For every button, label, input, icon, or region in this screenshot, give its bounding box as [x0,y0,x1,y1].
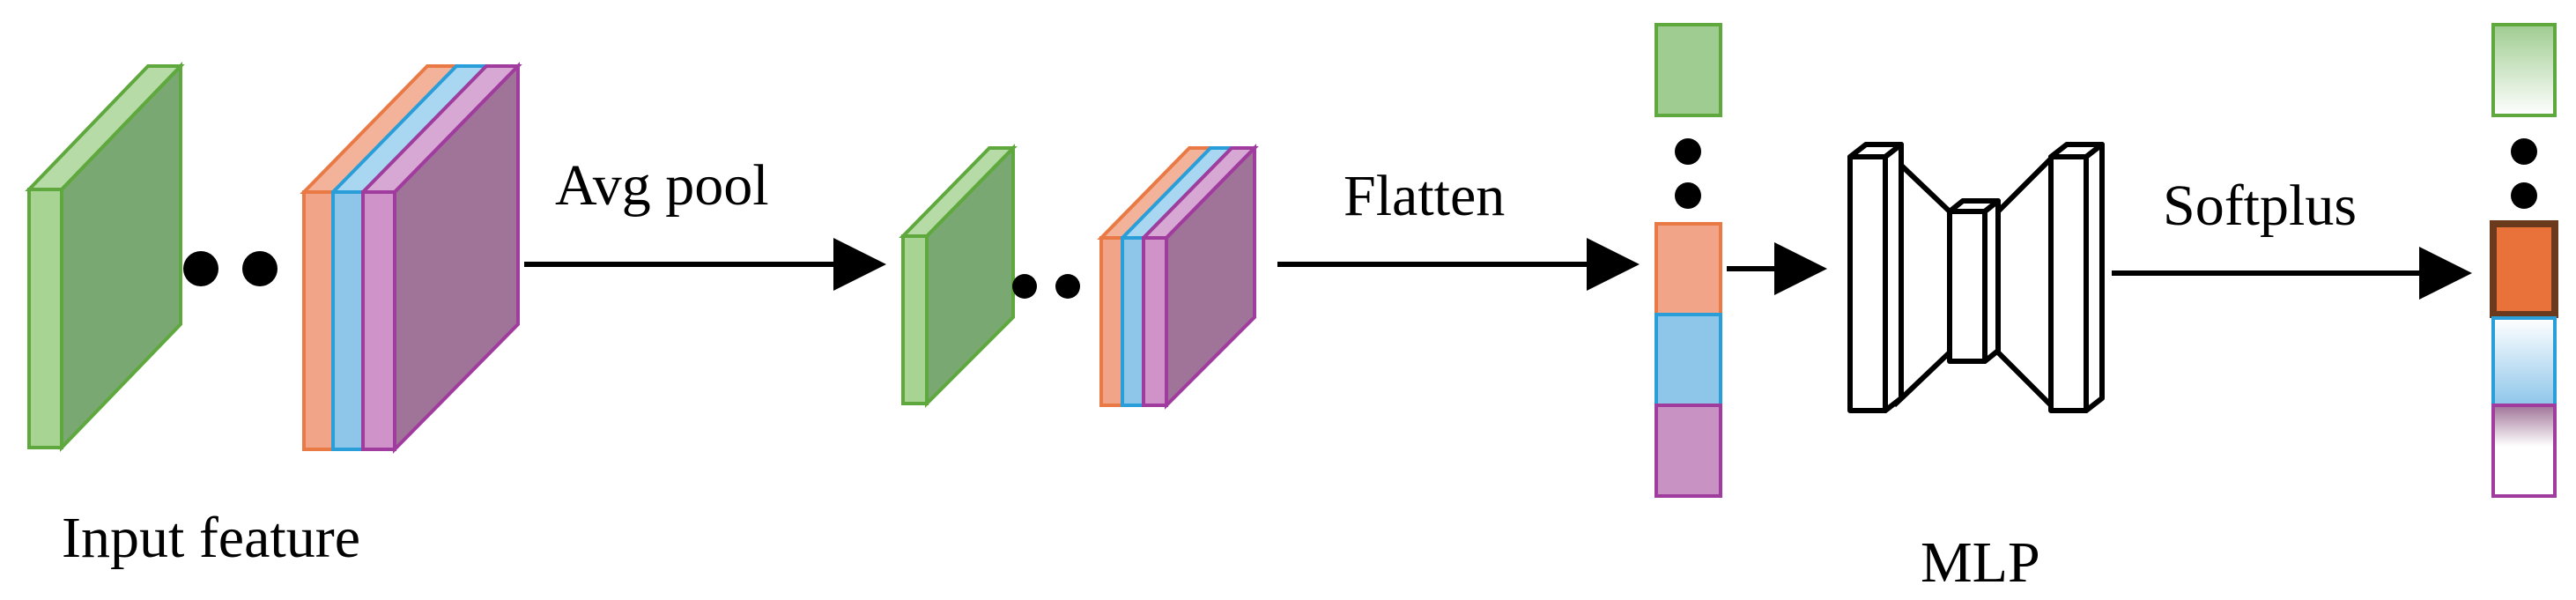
softplus-label: Softplus [2163,174,2357,238]
flattened-green-cell [1654,23,1722,117]
flattened-blue-cell [1654,313,1722,407]
input-feature-label: Input feature [62,506,360,570]
flattened-orange-cell [1654,222,1722,316]
avg-pool-label: Avg pool [555,153,769,218]
output-vector [2490,23,2558,498]
mlp-block [1847,142,2105,413]
input-stacked-feature-maps [300,62,522,454]
output-blue-cell [2491,316,2557,407]
flattened-vector [1654,23,1722,498]
ellipsis-dots-input [183,251,278,286]
output-purple-cell [2491,404,2557,498]
pooled-stacked-feature-maps [1097,144,1259,410]
output-green-cell [2491,23,2557,117]
flatten-label: Flatten [1344,164,1505,228]
flattened-purple-cell [1654,404,1722,498]
output-orange-cell [2490,220,2558,318]
mlp-label: MLP [1921,530,2040,595]
pooled-green-feature-map [899,144,1018,408]
input-green-feature-map [25,62,185,452]
ellipsis-dots-pooled [1012,274,1080,299]
